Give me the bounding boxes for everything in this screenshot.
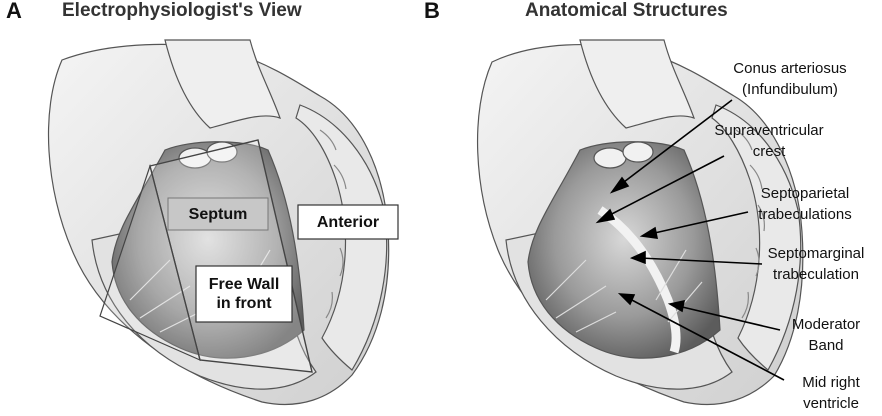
callout-line: trabeculations xyxy=(758,206,852,223)
anterior-box xyxy=(297,204,399,240)
callout-mid-right-ventricle: Mid right ventricle xyxy=(784,372,878,414)
callout-supraventricular-crest: Supraventricular crest xyxy=(704,120,834,162)
free-wall-label: Free Wall in front xyxy=(196,266,292,322)
callout-arrows xyxy=(595,99,785,381)
septum-box xyxy=(167,197,269,231)
callout-line: Mid right xyxy=(802,374,860,391)
callout-line: (Infundibulum) xyxy=(742,81,838,98)
callout-line: Supraventricular xyxy=(714,122,824,139)
panel-b-letter: B xyxy=(424,0,440,23)
free-wall-label-line2: in front xyxy=(216,295,272,312)
callout-line: Band xyxy=(808,337,844,354)
callout-line: Conus arteriosus xyxy=(733,60,847,77)
panel-b-title: Anatomical Structures xyxy=(525,0,728,21)
callout-line: Septomarginal xyxy=(767,245,865,262)
free-wall-label-line1: Free Wall xyxy=(208,276,280,293)
callout-septomarginal: Septomarginal trabeculation xyxy=(752,243,880,285)
anterior-label: Anterior xyxy=(316,213,380,231)
callout-line: Septoparietal xyxy=(760,185,850,202)
callout-septoparietal: Septoparietal trabeculations xyxy=(740,183,870,225)
callout-line: trabeculation xyxy=(773,266,859,283)
callout-line: Moderator xyxy=(791,316,861,333)
callout-line: ventricle xyxy=(803,395,859,412)
free-wall-box xyxy=(195,265,293,323)
septum-label: Septum xyxy=(188,205,248,223)
panel-a-title: Electrophysiologist's View xyxy=(62,0,302,21)
callout-conus-arteriosus: Conus arteriosus (Infundibulum) xyxy=(700,58,880,100)
callout-line: crest xyxy=(752,143,786,160)
callout-moderator-band: Moderator Band xyxy=(776,314,876,356)
panel-a-letter: A xyxy=(6,0,22,23)
